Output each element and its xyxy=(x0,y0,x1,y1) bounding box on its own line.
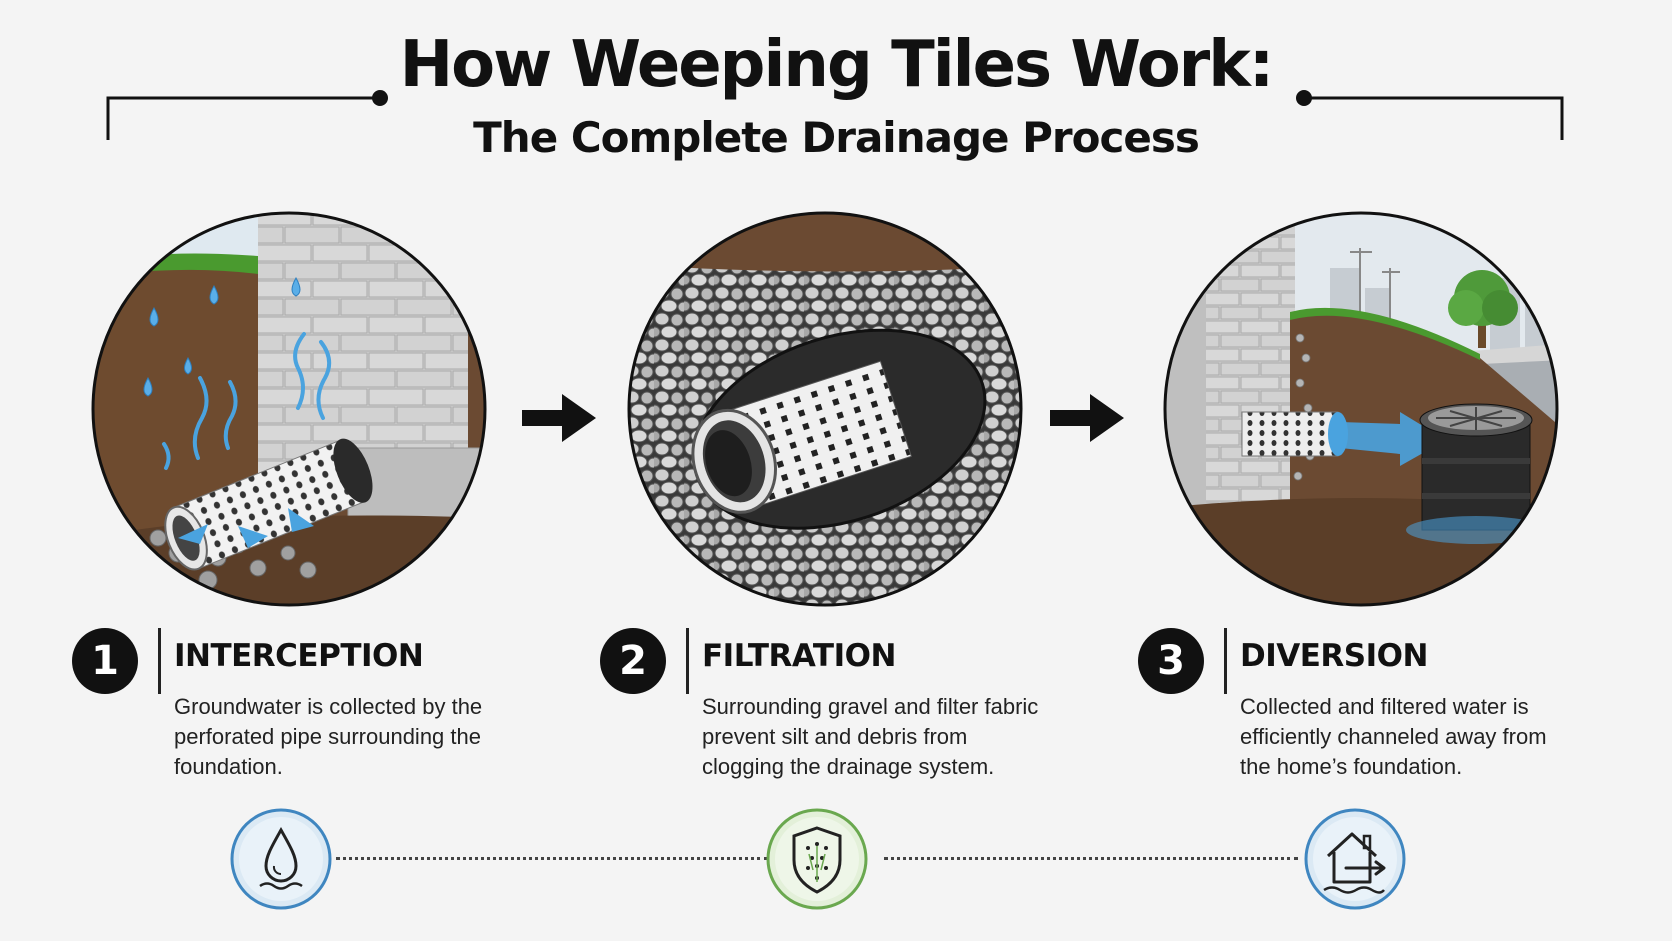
step-title: DIVERSION xyxy=(1240,638,1428,674)
dotted-connector xyxy=(336,857,768,861)
step-arrow-icon xyxy=(522,394,596,442)
step-arrow-icon xyxy=(1050,394,1124,442)
dotted-connector xyxy=(884,857,1298,861)
header: How Weeping Tiles Work: The Complete Dra… xyxy=(0,0,1672,200)
page-subtitle: The Complete Drainage Process xyxy=(473,113,1200,162)
divider xyxy=(686,628,689,694)
step-title: FILTRATION xyxy=(702,638,896,674)
diversion-illustration xyxy=(1163,211,1559,607)
step-description: Surrounding gravel and filter fabric pre… xyxy=(702,694,1039,779)
step-description: Collected and filtered water is efficien… xyxy=(1240,694,1547,779)
divider xyxy=(1224,628,1227,694)
title-bracket-decoration xyxy=(106,90,1564,140)
interception-illustration xyxy=(91,211,487,607)
filtration-illustration xyxy=(627,211,1023,607)
step-number-badge: 2 xyxy=(600,628,666,694)
step-description: Groundwater is collected by the perforat… xyxy=(174,694,483,779)
divider xyxy=(158,628,161,694)
house-outflow-icon xyxy=(1304,808,1406,910)
step-title: INTERCEPTION xyxy=(174,638,424,674)
step-number-badge: 3 xyxy=(1138,628,1204,694)
step-number-badge: 1 xyxy=(72,628,138,694)
shield-filter-icon xyxy=(766,808,868,910)
page-title: How Weeping Tiles Work: xyxy=(399,28,1275,102)
water-drop-icon xyxy=(230,808,332,910)
